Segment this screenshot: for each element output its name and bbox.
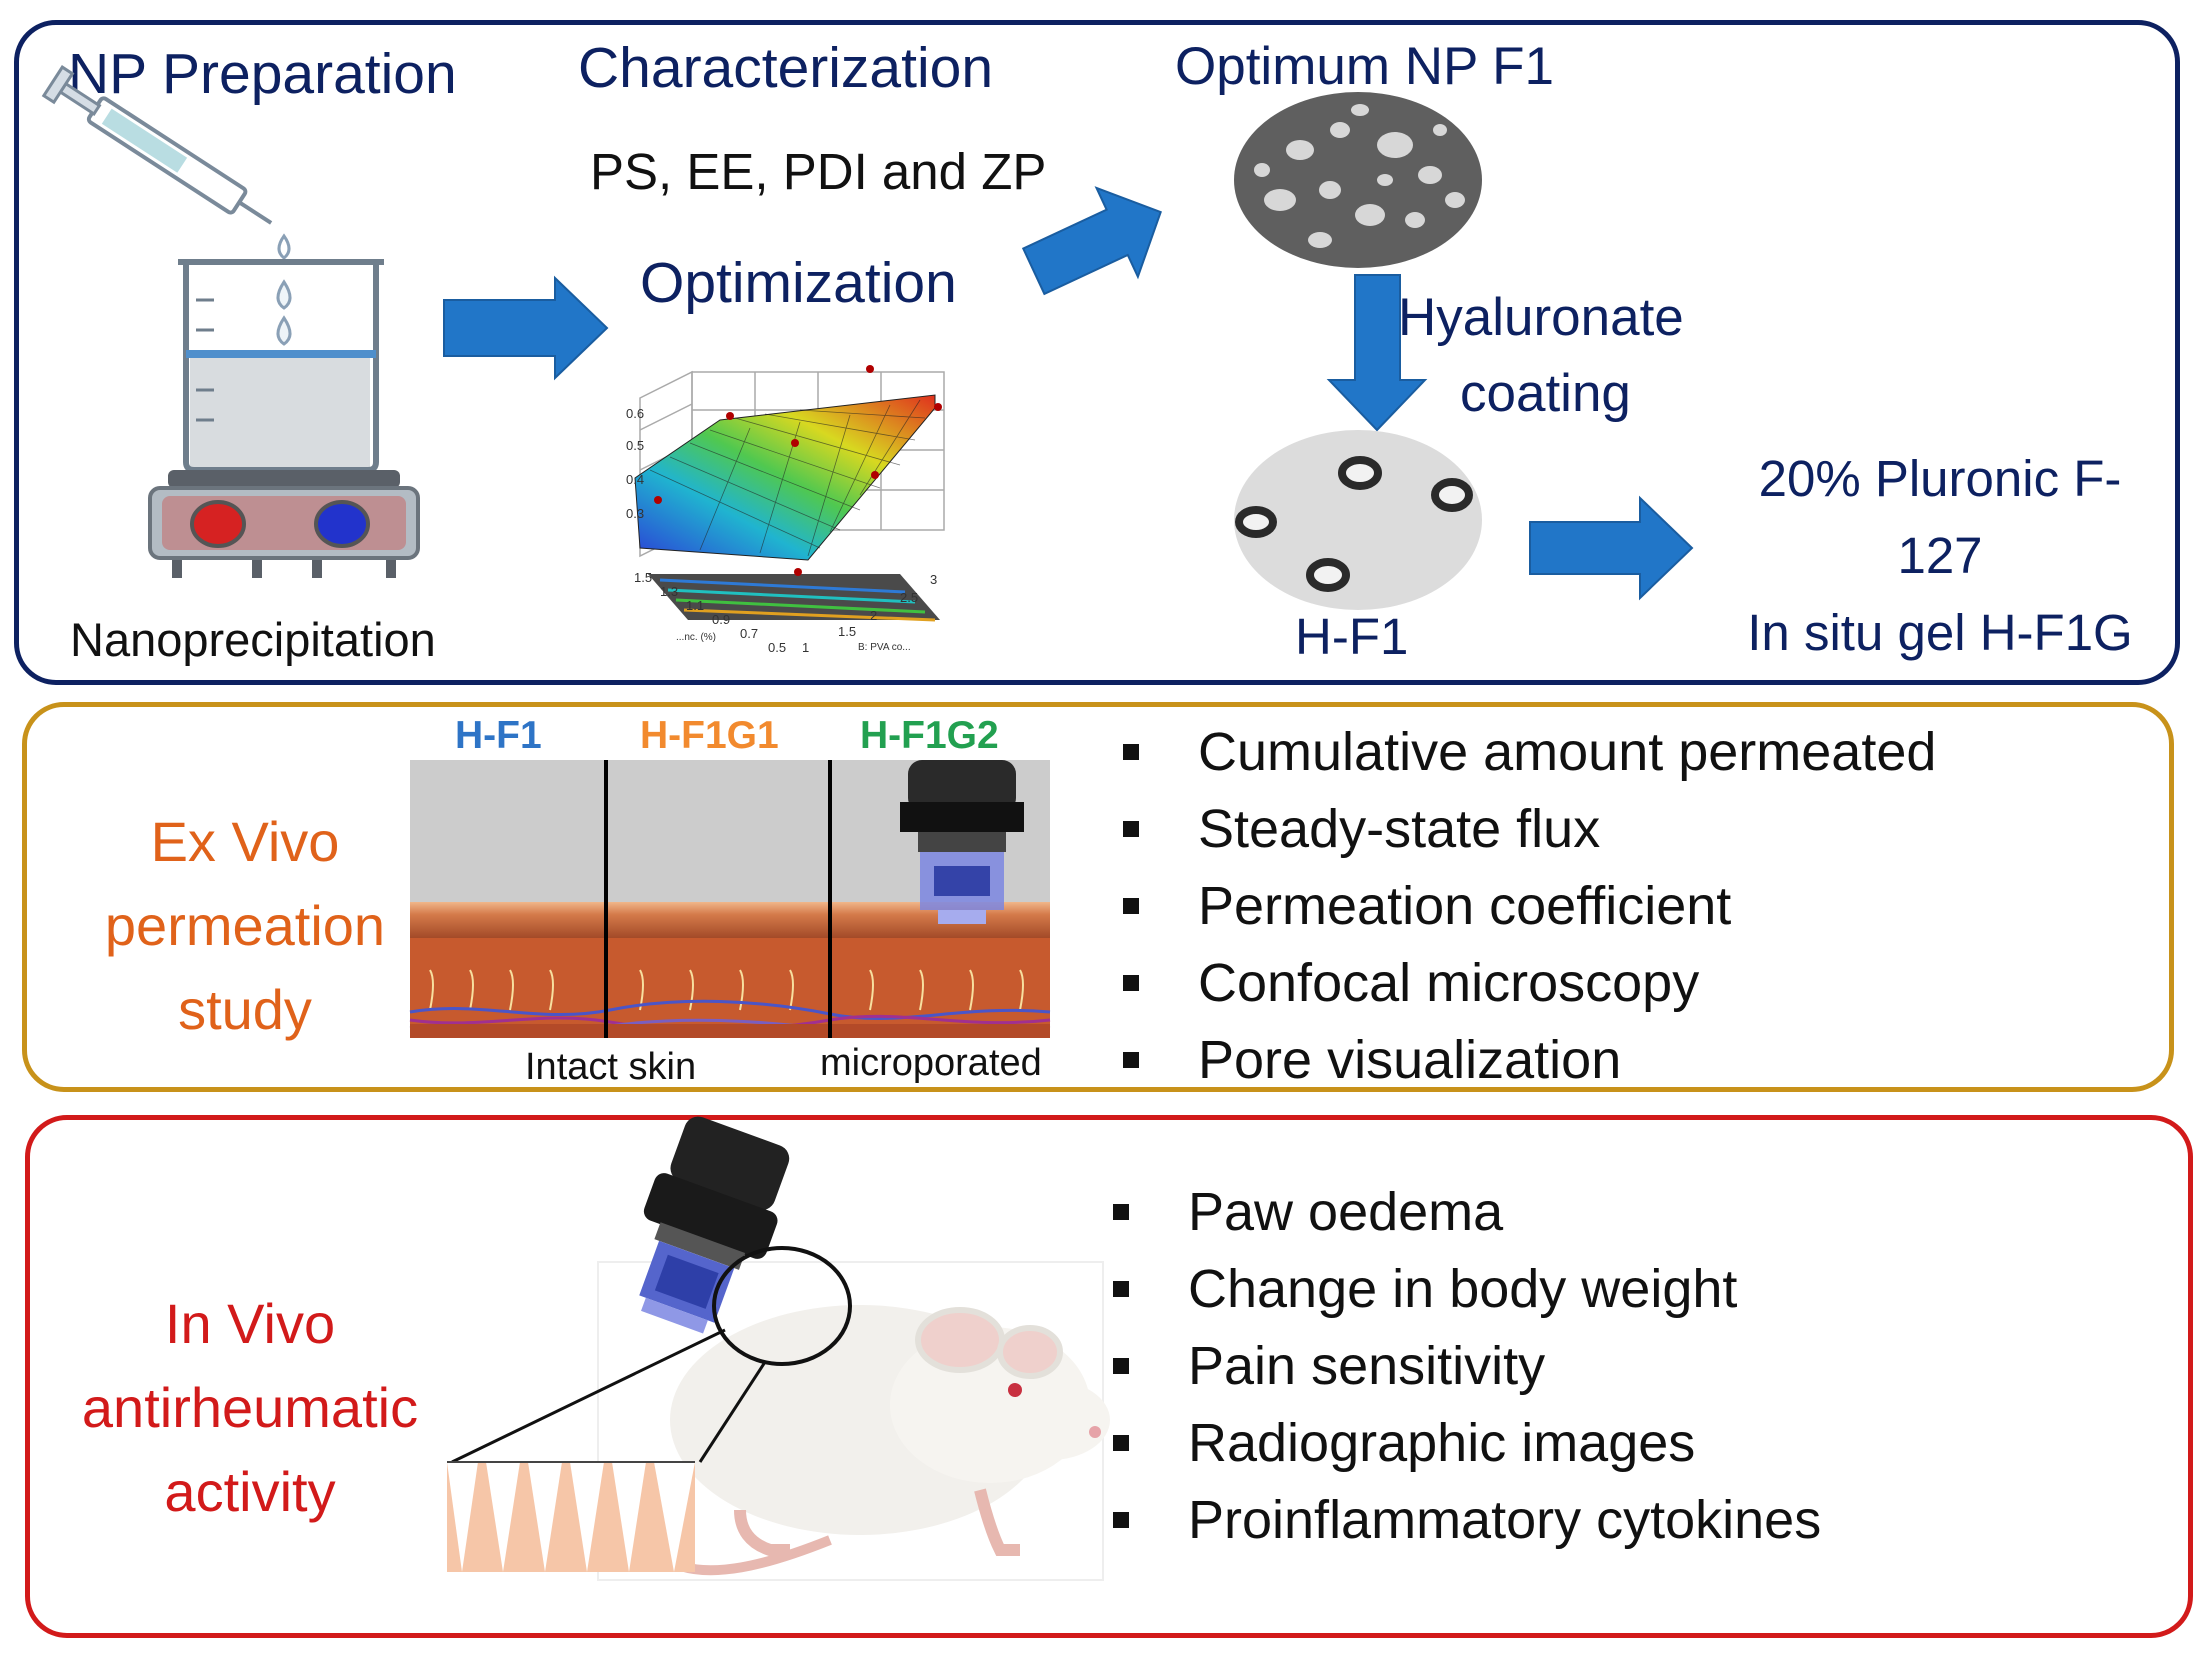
arrow-down-icon (1326, 274, 1428, 432)
bullet-square-icon (1123, 744, 1139, 760)
bullet-square-icon (1113, 1281, 1129, 1297)
plot-y-axis-label: B: PVA co... (858, 642, 911, 653)
bullet-text: Permeation coefficient (1198, 876, 1732, 936)
plot-y-tick: 3 (930, 572, 937, 587)
drop-icon (277, 233, 291, 260)
plot-y-tick: 2.5 (900, 590, 918, 605)
plot-z-tick: 0.6 (626, 406, 644, 421)
plot-z-tick: 0.3 (626, 506, 644, 521)
bullet-square-icon (1113, 1512, 1129, 1528)
plot-y-tick: 2 (870, 608, 877, 623)
drop-icon (276, 315, 292, 346)
bullet-text: Confocal microscopy (1198, 953, 1700, 1013)
pluronic-line-2: 127 (1897, 527, 1983, 584)
pluronic-line-1: 20% Pluronic F- (1758, 450, 2122, 507)
in-vivo-title-line-2: antirheumatic (81, 1376, 419, 1439)
bullet-square-icon (1123, 1052, 1139, 1068)
characterization-heading: Characterization (578, 36, 994, 100)
bullet-square-icon (1123, 975, 1139, 991)
syringe-icon (41, 65, 273, 225)
nanoprecipitation-setup (41, 65, 420, 578)
arrow-up-right-icon (1021, 186, 1162, 296)
arrow-right-icon (443, 275, 609, 381)
plot-x-tick: 0.9 (712, 612, 730, 627)
hot-plate-icon (148, 470, 420, 578)
in-vivo-panel (25, 1115, 2193, 1638)
optimum-np-label: Optimum NP F1 (1175, 37, 1554, 96)
bullet-text: Paw oedema (1188, 1182, 1504, 1242)
hf1-label: H-F1 (1295, 608, 1409, 665)
optimization-heading: Optimization (640, 251, 957, 315)
hf1-group-label: H-F1 (455, 714, 542, 757)
ex-vivo-title-line-2: permeation (104, 894, 386, 957)
in-vivo-title-line-1: In Vivo (164, 1292, 336, 1355)
plot-x-tick: 0.5 (768, 640, 786, 655)
microneedle-array-icon (447, 1461, 695, 1572)
bullet-text: Pain sensitivity (1188, 1336, 1546, 1396)
response-surface-plot: 0.6 0.5 0.4 0.3 1.5 1.3 1.1 0.9 0.7 0.5 … (626, 365, 945, 655)
plot-y-tick: 1 (802, 640, 809, 655)
pluronic-line-3: In situ gel H-F1G (1747, 604, 2133, 661)
bullet-text: Radiographic images (1188, 1413, 1696, 1473)
intact-skin-label: Intact skin (525, 1046, 697, 1088)
plot-z-tick: 0.4 (626, 472, 644, 487)
coating-label: coating (1460, 364, 1631, 423)
tem-images (1234, 92, 1482, 610)
beaker-icon (178, 259, 384, 473)
bullet-text: Change in body weight (1188, 1259, 1738, 1319)
plot-y-tick: 1.5 (838, 624, 856, 639)
microneedle-pen-icon (900, 760, 1024, 924)
plot-z-tick: 0.5 (626, 438, 644, 453)
plot-x-axis-label: ...nc. (%) (676, 632, 716, 643)
in-vivo-title: In Vivo antirheumatic activity (45, 1282, 455, 1534)
microneedle-pen-icon (639, 1116, 790, 1334)
np-preparation-heading: NP Preparation (68, 42, 457, 106)
bullet-text: Pore visualization (1198, 1030, 1622, 1090)
bullet-square-icon (1123, 821, 1139, 837)
process-arrows (443, 186, 1694, 601)
nanoprecipitation-label: Nanoprecipitation (70, 613, 436, 666)
bullet-square-icon (1123, 898, 1139, 914)
drop-icon (276, 279, 292, 310)
hf1g2-group-label: H-F1G2 (860, 714, 999, 757)
optimum-np-tem-image (1234, 92, 1482, 268)
plot-x-tick: 1.5 (634, 570, 652, 585)
bullet-text: Steady-state flux (1198, 799, 1601, 859)
arrow-right-icon (1529, 495, 1694, 601)
hyaluronate-label: Hyaluronate (1398, 288, 1684, 347)
ex-vivo-panel (22, 702, 2174, 1092)
plot-x-tick: 0.7 (740, 626, 758, 641)
characterization-parameters: PS, EE, PDI and ZP (590, 143, 1047, 200)
hf1g1-group-label: H-F1G1 (640, 714, 779, 757)
ex-vivo-title-line-3: study (178, 978, 312, 1041)
plot-x-tick: 1.3 (660, 584, 678, 599)
hf1-tem-image (1234, 430, 1482, 610)
plot-x-tick: 1.1 (686, 598, 704, 613)
skin-permeation-illustration (409, 760, 1051, 1038)
bullet-square-icon (1113, 1204, 1129, 1220)
bullet-square-icon (1113, 1435, 1129, 1451)
ex-vivo-title-line-1: Ex Vivo (150, 810, 340, 873)
bullet-square-icon (1113, 1358, 1129, 1374)
bullet-text: Cumulative amount permeated (1198, 722, 1937, 782)
microporated-label: microporated (820, 1042, 1042, 1084)
pluronic-gel-text: 20% Pluronic F- 127 In situ gel H-F1G (1700, 440, 2180, 671)
in-vivo-title-line-3: activity (164, 1460, 336, 1523)
bullet-text: Proinflammatory cytokines (1188, 1490, 1822, 1550)
ex-vivo-title: Ex Vivo permeation study (70, 800, 420, 1052)
